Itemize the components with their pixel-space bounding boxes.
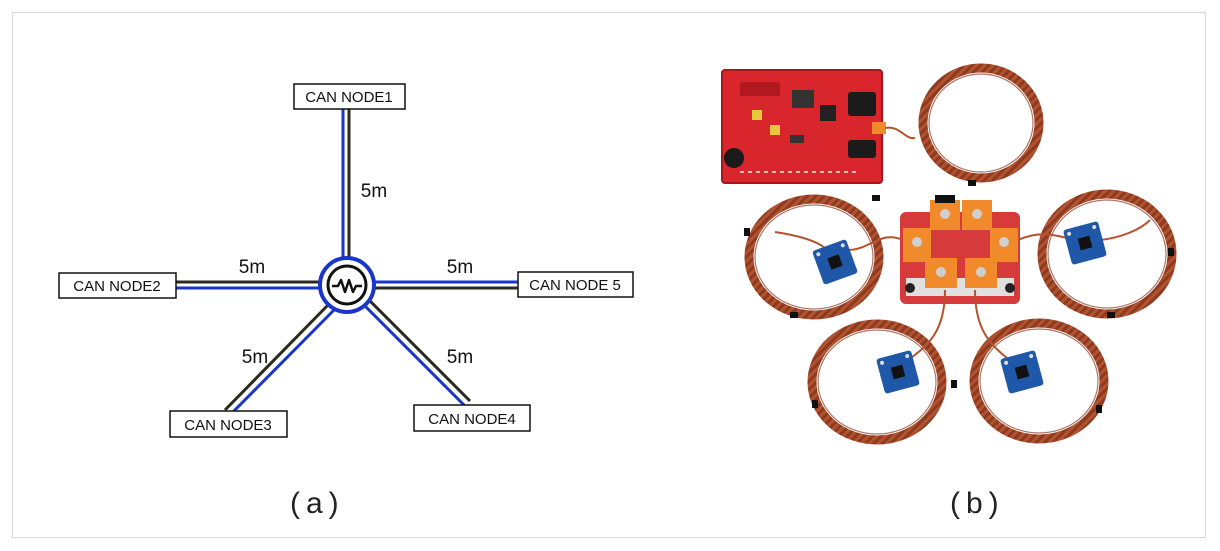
branch-node3 (223, 301, 338, 416)
resistor-icon (332, 278, 362, 294)
figure-frame (12, 12, 1206, 538)
hub-terminator (318, 256, 376, 314)
node3-label: CAN NODE3 (184, 417, 272, 434)
cable-length-node5: 5m (447, 257, 473, 278)
branch-node5 (374, 280, 518, 290)
branch-node4 (360, 296, 472, 408)
cable-length-node1: 5m (361, 181, 387, 202)
node1-box (293, 83, 406, 110)
node5-label: CAN NODE 5 (529, 277, 621, 294)
node2-label: CAN NODE2 (73, 278, 161, 295)
node4-box (413, 404, 531, 432)
cable-length-node2: 5m (239, 257, 265, 278)
branch-node1 (341, 108, 351, 262)
node3-box (169, 410, 288, 438)
cable-length-node4: 5m (447, 347, 473, 368)
caption-b: (b) (950, 487, 1005, 520)
node2-box (58, 272, 177, 299)
cable-length-node3: 5m (242, 347, 268, 368)
node5-box (517, 271, 634, 298)
node1-label: CAN NODE1 (305, 89, 393, 106)
caption-a: (a) (290, 487, 345, 520)
star-topology-diagram: CAN NODE1 CAN NODE2 CAN NODE 5 CAN NODE3… (58, 83, 634, 438)
node4-label: CAN NODE4 (428, 411, 516, 428)
branch-node2 (175, 280, 320, 290)
